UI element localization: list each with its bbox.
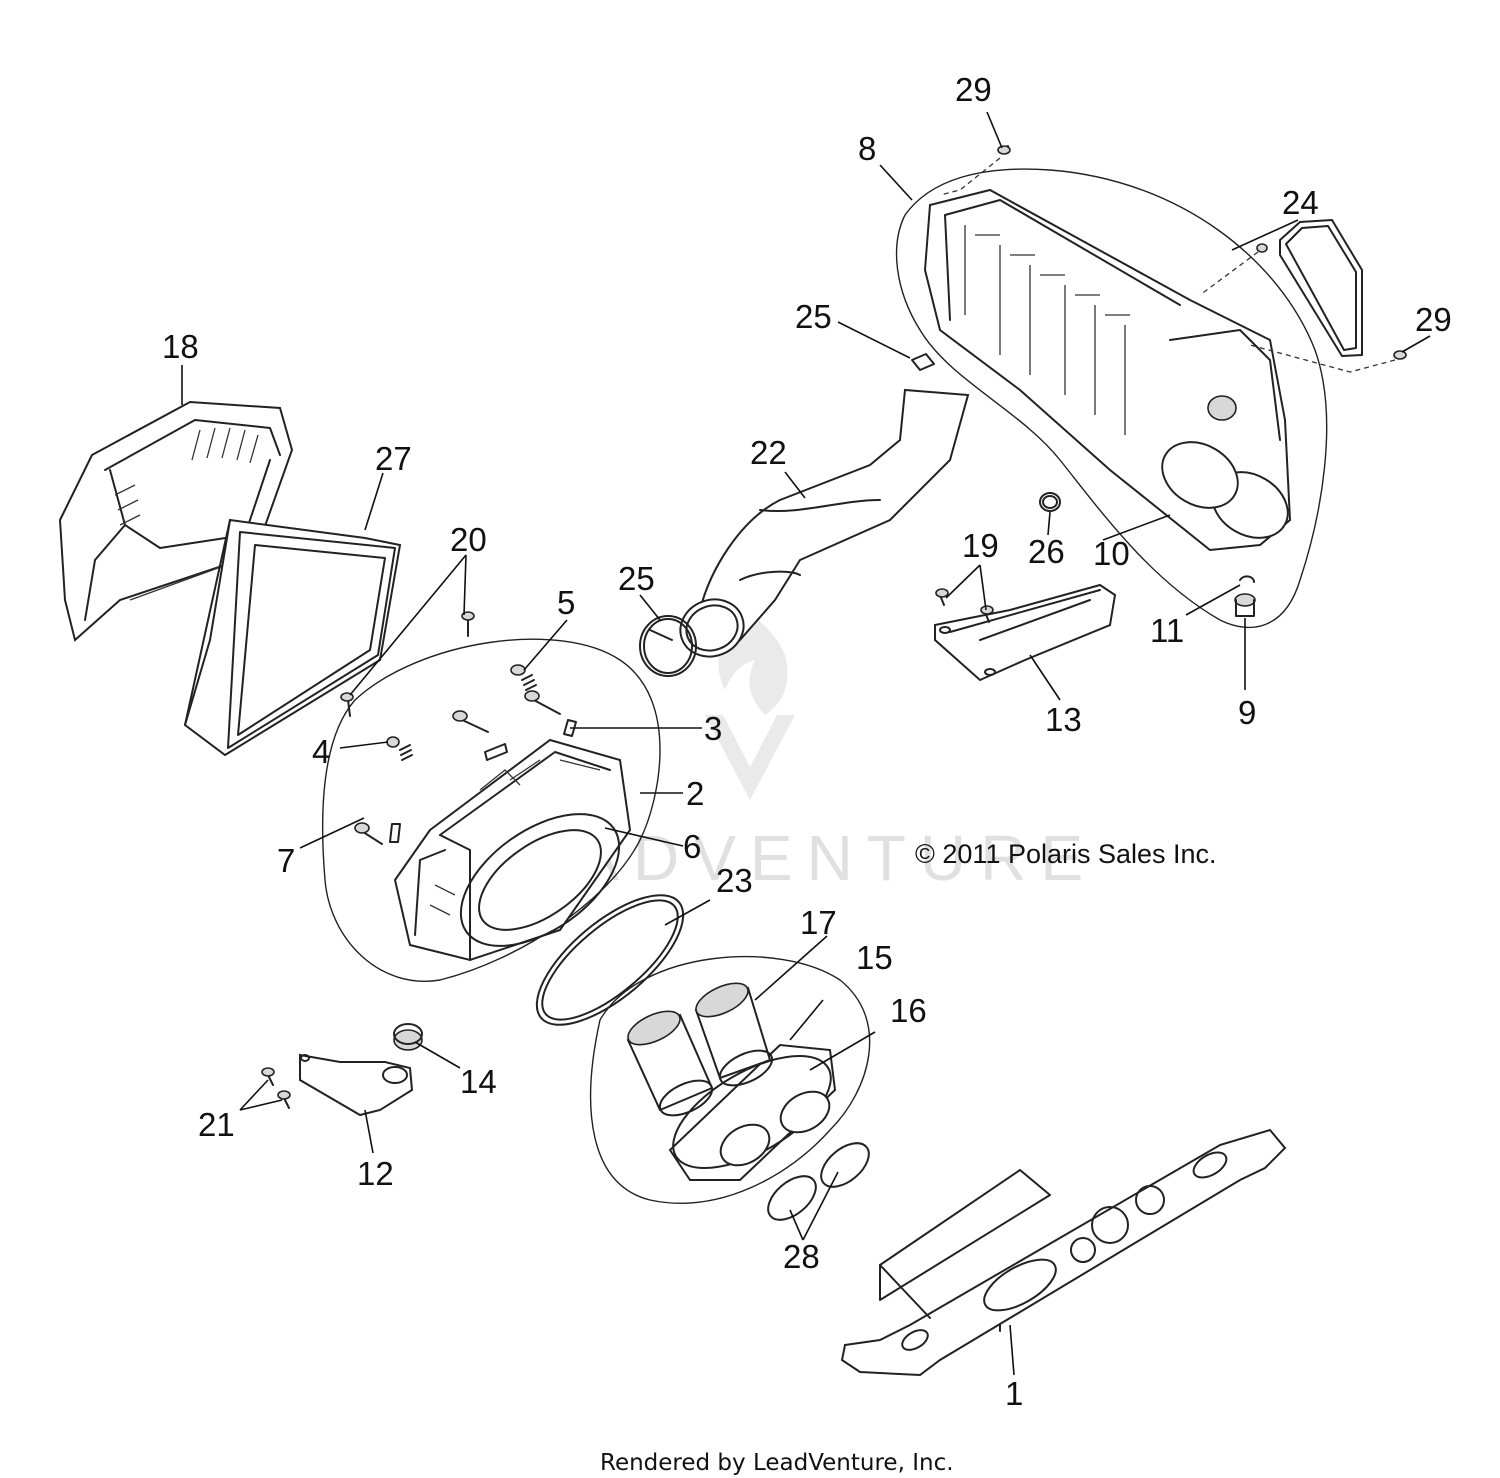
callout-1: 1 [1005, 1375, 1023, 1412]
callout-9: 9 [1238, 694, 1256, 731]
callout-13: 13 [1045, 701, 1082, 738]
callout-17: 17 [800, 904, 837, 941]
callout-18: 18 [162, 328, 199, 365]
callout-7: 7 [277, 842, 295, 879]
gasket-24-part [1279, 219, 1363, 357]
callout-27: 27 [375, 440, 412, 477]
callout-28: 28 [783, 1238, 820, 1275]
callout-15: 15 [856, 939, 893, 976]
footer-text: Rendered by LeadVenture, Inc. [600, 1450, 954, 1476]
callout-21: 21 [198, 1106, 235, 1143]
callout-29-right: 29 [1415, 301, 1452, 338]
callout-11: 11 [1150, 612, 1184, 649]
callout-labels: 1 2 3 4 5 6 7 8 9 10 11 12 13 14 15 16 1… [162, 71, 1452, 1412]
callout-4: 4 [312, 733, 330, 770]
gasket-ring-part [535, 894, 685, 1026]
callout-26: 26 [1028, 533, 1065, 570]
leader-lines [181, 111, 1431, 1376]
clamps-25 [639, 353, 935, 677]
callout-24: 24 [1282, 184, 1319, 221]
frame-plate-part [840, 1128, 1287, 1377]
intake-duct-part [679, 388, 970, 658]
callout-25-upper: 25 [795, 298, 832, 335]
callout-23: 23 [716, 862, 753, 899]
clamps-28 [767, 1142, 870, 1221]
adapter-group [589, 955, 871, 1204]
fasteners-group-2 [340, 611, 577, 845]
air-box-part [393, 738, 632, 962]
bracket-12-part [261, 1023, 423, 1117]
air-box-group [321, 638, 661, 982]
small-parts-26-11-9 [1039, 492, 1256, 617]
callout-16: 16 [890, 992, 927, 1029]
callout-6: 6 [683, 828, 701, 865]
air-filter-part [183, 518, 402, 757]
callout-5: 5 [557, 584, 575, 621]
callout-2: 2 [686, 775, 704, 812]
silencer-part [923, 188, 1292, 552]
adapter-part [626, 982, 837, 1181]
silencer-group [895, 168, 1328, 629]
copyright-text: © 2011 Polaris Sales Inc. [915, 839, 1217, 869]
callout-29-top: 29 [955, 71, 992, 108]
callout-14: 14 [460, 1063, 497, 1100]
callout-10: 10 [1093, 535, 1130, 572]
callout-19: 19 [962, 527, 999, 564]
callout-12: 12 [357, 1155, 394, 1192]
callout-3: 3 [704, 710, 722, 747]
callout-22: 22 [750, 434, 787, 471]
callout-20: 20 [450, 521, 487, 558]
screws-29 [939, 145, 1407, 373]
callout-25-lower: 25 [618, 560, 655, 597]
bracket-13-part [934, 583, 1117, 682]
callout-8: 8 [858, 130, 876, 167]
